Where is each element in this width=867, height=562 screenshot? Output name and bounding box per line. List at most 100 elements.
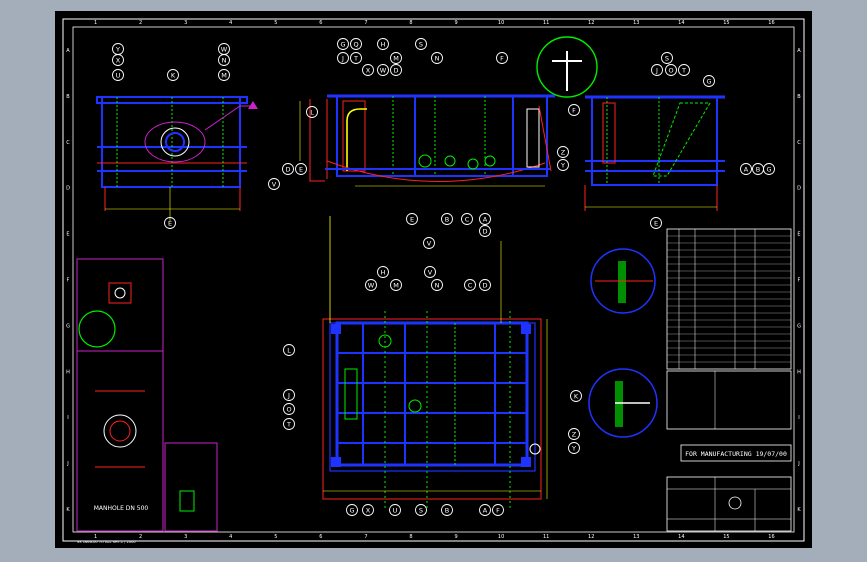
- callout-bubble: G: [346, 504, 358, 516]
- tank-plan-view: [322, 216, 548, 511]
- callout-letter: O: [668, 66, 673, 74]
- bill-of-materials: [666, 228, 792, 430]
- row-label: D: [797, 186, 801, 192]
- tank-side-view-left: [96, 96, 258, 221]
- column-label: 1: [94, 20, 97, 26]
- title-block: FOR MANUFACTURING 19/07/00: [666, 444, 792, 532]
- column-label: 5: [274, 20, 277, 26]
- row-label: D: [66, 186, 70, 192]
- callout-bubble: F: [568, 104, 580, 116]
- callout-letter: U: [116, 71, 121, 79]
- column-label: 11: [543, 534, 549, 540]
- callout-bubble: A: [479, 504, 491, 516]
- callout-letter: D: [482, 281, 487, 289]
- row-label: E: [66, 232, 69, 238]
- callout-bubble: M: [218, 69, 230, 81]
- callout-letter: Z: [572, 430, 577, 438]
- callout-bubble: T: [283, 418, 295, 430]
- callout-bubble: D: [390, 64, 402, 76]
- callout-bubble: V: [268, 178, 280, 190]
- row-label: G: [797, 323, 801, 329]
- callout-letter: N: [222, 56, 227, 64]
- column-label: 5: [274, 534, 277, 540]
- callout-letter: D: [285, 165, 290, 173]
- callout-bubble: J: [651, 64, 663, 76]
- column-label: 11: [543, 20, 549, 26]
- callout-bubble: N: [431, 52, 443, 64]
- callout-letter: J: [655, 66, 658, 74]
- callout-letter: E: [410, 215, 414, 223]
- callout-letter: D: [482, 227, 487, 235]
- callout-bubble: K: [570, 390, 582, 402]
- callout-bubble: W: [377, 64, 389, 76]
- callout-bubble: C: [461, 213, 473, 225]
- callout-bubble: A: [740, 163, 752, 175]
- callout-letter: K: [574, 392, 579, 400]
- callout-letter: A: [483, 506, 488, 514]
- column-label: 1: [94, 534, 97, 540]
- column-label: 15: [723, 534, 729, 540]
- callout-bubble: H: [377, 38, 389, 50]
- callout-bubble: M: [390, 52, 402, 64]
- column-label: 2: [139, 534, 142, 540]
- callout-letter: X: [116, 56, 121, 64]
- callout-bubble: B: [441, 504, 453, 516]
- row-label: C: [66, 140, 70, 146]
- callout-letter: A: [483, 215, 488, 223]
- callout-letter: S: [665, 54, 669, 62]
- section-details: [588, 248, 658, 438]
- callout-letter: Y: [571, 444, 576, 452]
- callout-letter: X: [366, 506, 371, 514]
- row-label: B: [797, 94, 801, 100]
- callout-letter: M: [221, 71, 227, 79]
- callout-letter: F: [500, 54, 504, 62]
- callout-letter: A: [744, 165, 749, 173]
- row-label: I: [798, 415, 799, 421]
- inner-border: [72, 26, 795, 533]
- callout-letter: C: [465, 215, 470, 223]
- callout-bubble: V: [423, 237, 435, 249]
- callout-bubble: N: [218, 54, 230, 66]
- callout-bubble: N: [431, 279, 443, 291]
- callout-letter: T: [681, 66, 686, 74]
- callout-bubble: Q: [350, 38, 362, 50]
- callout-bubble: X: [362, 504, 374, 516]
- callout-bubble: G: [703, 75, 715, 87]
- row-label: H: [66, 369, 70, 375]
- row-label: K: [797, 507, 801, 513]
- row-label: J: [797, 461, 799, 467]
- callout-bubble: T: [678, 64, 690, 76]
- callout-letter: C: [468, 281, 473, 289]
- left-detail-panels: [76, 258, 218, 532]
- callout-bubble: J: [283, 389, 295, 401]
- callout-letter: M: [393, 281, 399, 289]
- callout-bubble: F: [496, 52, 508, 64]
- tank-front-view-middle: [299, 94, 555, 187]
- column-label: 14: [678, 534, 684, 540]
- callout-letter: Q: [353, 40, 358, 48]
- row-label: I: [67, 415, 68, 421]
- callout-bubble: F: [492, 504, 504, 516]
- callout-letter: G: [706, 77, 711, 85]
- callout-letter: E: [299, 165, 303, 173]
- callout-bubble: D: [479, 279, 491, 291]
- callout-letter: J: [287, 391, 290, 399]
- outer-border: [62, 18, 805, 542]
- row-label: A: [66, 48, 70, 54]
- cad-drawing: 1122334455667788991010111112121313141415…: [62, 18, 805, 544]
- callout-bubble: L: [306, 106, 318, 118]
- callout-letter: Z: [561, 148, 566, 156]
- callout-letter: S: [419, 506, 423, 514]
- callout-bubble: O: [665, 64, 677, 76]
- callout-letter: D: [393, 66, 398, 74]
- callout-bubble: B: [752, 163, 764, 175]
- callout-bubble: V: [424, 266, 436, 278]
- callout-letter: T: [353, 54, 358, 62]
- callout-letter: V: [272, 180, 277, 188]
- column-labels: 1122334455667788991010111112121313141415…: [94, 20, 775, 540]
- column-label: 4: [229, 20, 232, 26]
- callout-bubble: M: [390, 279, 402, 291]
- column-label: 4: [229, 534, 232, 540]
